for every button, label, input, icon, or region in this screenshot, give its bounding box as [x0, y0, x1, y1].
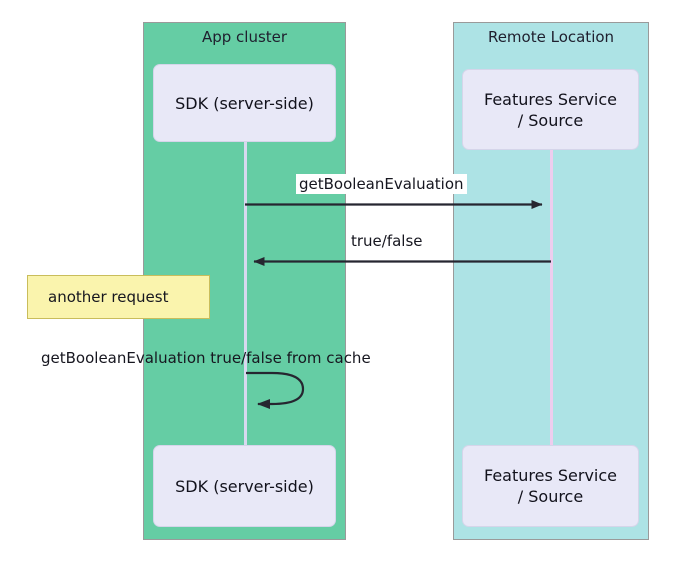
message-label-self-loop: getBooleanEvaluation true/false from cac…	[41, 349, 371, 367]
participant-features-service-top-label: Features Service / Source	[483, 89, 617, 130]
participant-features-service-top[interactable]: Features Service / Source	[462, 69, 639, 150]
group-remote-location-title: Remote Location	[487, 28, 615, 46]
message-label-response: true/false	[348, 231, 426, 251]
participant-features-service-bottom-label: Features Service / Source	[483, 466, 617, 506]
lifeline-features-service	[550, 150, 553, 445]
participant-sdk-bottom[interactable]: SDK (server-side)	[153, 445, 336, 527]
note-another-request: another request	[27, 275, 210, 319]
participant-sdk-top-label: SDK (server-side)	[175, 93, 314, 113]
participant-sdk-bottom-label: SDK (server-side)	[175, 476, 314, 496]
participant-features-service-bottom[interactable]: Features Service / Source	[462, 445, 639, 527]
participant-sdk-top[interactable]: SDK (server-side)	[153, 64, 336, 142]
message-label-request: getBooleanEvaluation	[296, 174, 467, 194]
note-another-request-text: another request	[48, 288, 169, 306]
lifeline-sdk	[244, 142, 247, 445]
group-app-cluster-title: App cluster	[201, 28, 288, 46]
